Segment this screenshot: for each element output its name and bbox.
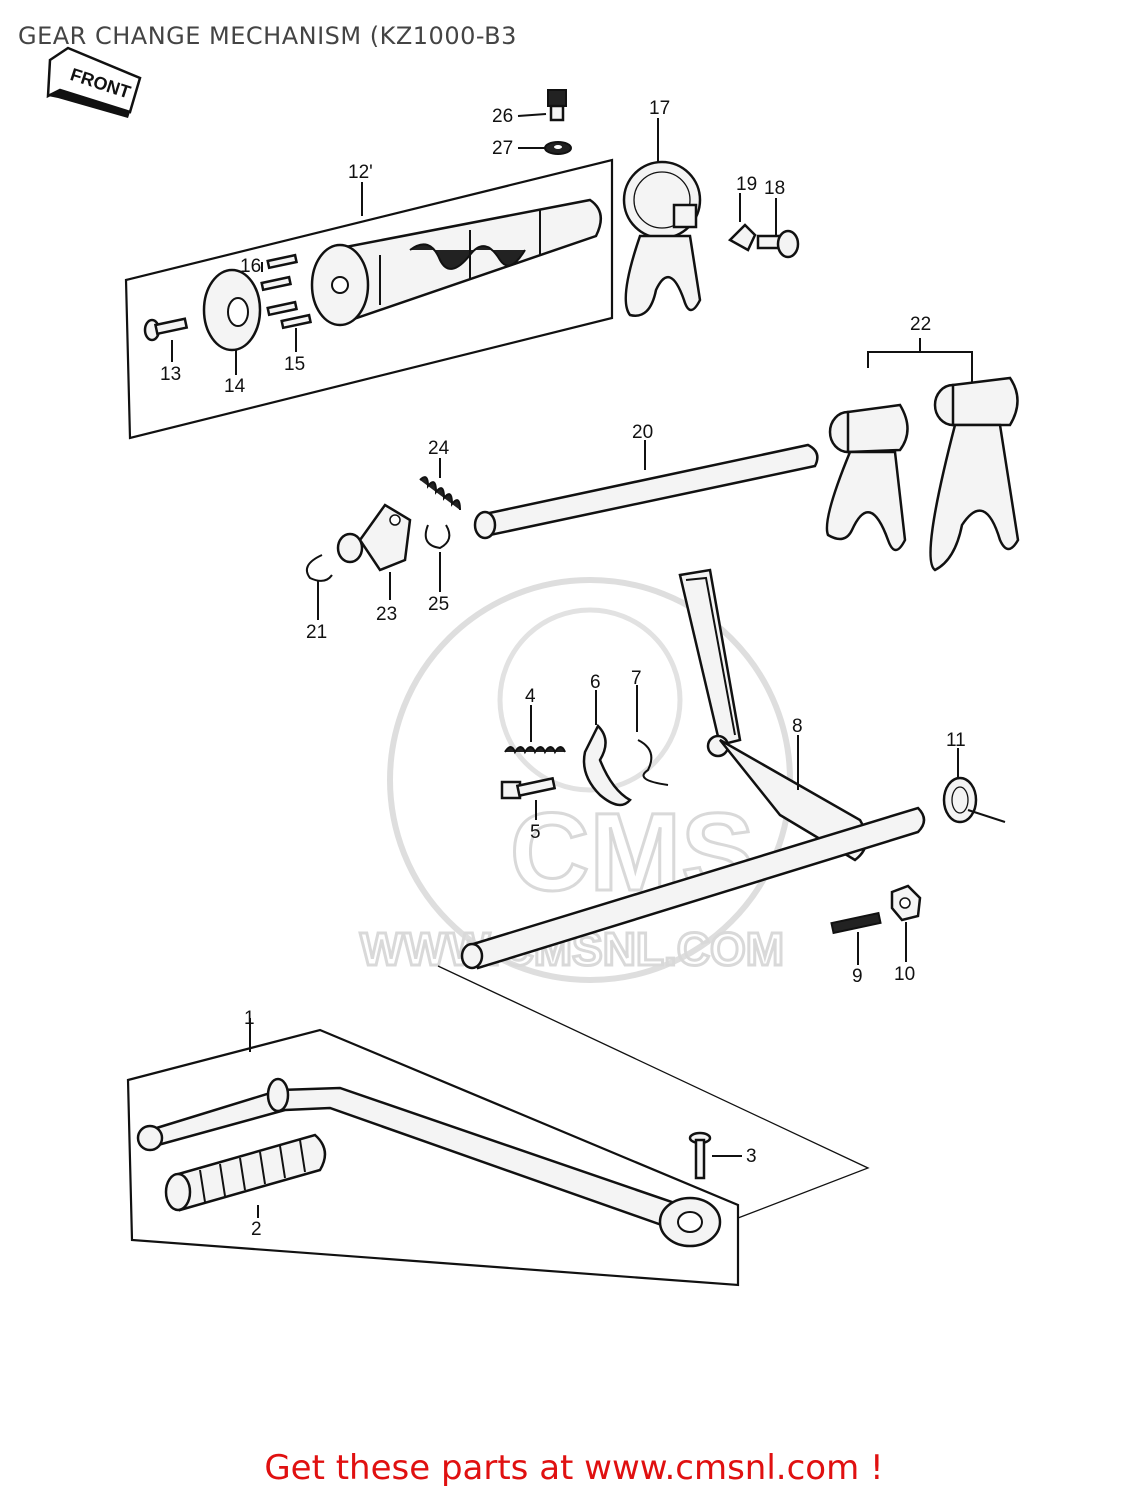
callout-13: 13 (160, 364, 181, 385)
callout-2: 2 (251, 1219, 262, 1240)
plate-19 (727, 223, 757, 252)
callout-6: 6 (590, 672, 601, 693)
callout-26: 26 (492, 106, 513, 127)
callout-22: 22 (910, 314, 931, 335)
callout-16: 16 (240, 256, 261, 277)
spring-24 (419, 476, 461, 511)
assembly-guide-line (437, 965, 870, 1219)
nut-10 (890, 884, 922, 922)
bolt-5 (500, 776, 557, 800)
bolt-3 (688, 1131, 712, 1180)
callout-27: 27 (492, 138, 513, 159)
callout-3: 3 (746, 1146, 757, 1167)
callout-10: 10 (894, 964, 915, 985)
circlip-25 (424, 524, 451, 550)
callout-1: 1 (244, 1008, 255, 1029)
screw-13 (143, 317, 189, 342)
drum-plate (202, 268, 262, 352)
shift-pedal-1 (136, 1077, 722, 1248)
callout-7: 7 (631, 668, 642, 689)
bolt-26 (547, 89, 567, 122)
callout-8: 8 (792, 716, 803, 737)
callout-25: 25 (428, 594, 449, 615)
spring-4 (504, 746, 566, 755)
callout-11: 11 (946, 730, 966, 751)
callout-17: 17 (649, 98, 670, 119)
stud-9 (830, 911, 882, 935)
shift-fork-17 (622, 160, 702, 317)
callout-4: 4 (525, 686, 536, 707)
callout-9: 9 (852, 966, 863, 987)
shift-shaft-8 (460, 568, 926, 970)
callout-12: 12' (348, 162, 373, 183)
circlip-21 (306, 554, 333, 582)
shift-fork-pair-22 (825, 338, 1020, 572)
callout-14: 14 (224, 376, 246, 397)
pawl-6 (582, 723, 632, 807)
callout-23: 23 (376, 604, 397, 625)
callout-18: 18 (764, 178, 785, 199)
callout-19: 19 (736, 174, 757, 195)
callout-5: 5 (530, 822, 541, 843)
lever-23 (336, 503, 412, 572)
callout-24: 24 (428, 438, 450, 459)
return-spring-11 (942, 776, 1006, 824)
shift-fork-shaft-20 (473, 443, 819, 540)
leader-lines (171, 113, 959, 1218)
shift-pedal-panel (126, 1028, 740, 1287)
shift-drum (310, 198, 603, 327)
page-title: GEAR CHANGE MECHANISM (KZ1000-B3 (18, 22, 517, 50)
spring-7 (637, 739, 669, 786)
callout-15: 15 (284, 354, 305, 375)
pins (260, 253, 313, 330)
shift-drum-panel (124, 158, 614, 440)
pedal-rubber-2 (164, 1133, 327, 1212)
callout-20: 20 (632, 422, 653, 443)
front-arrow-icon: FRONT (46, 46, 142, 118)
promo-link-text[interactable]: Get these parts at www.cmsnl.com ! (264, 1448, 884, 1488)
callout-21: 21 (306, 622, 327, 643)
bolt-18 (756, 229, 800, 259)
washer-27 (544, 141, 572, 155)
